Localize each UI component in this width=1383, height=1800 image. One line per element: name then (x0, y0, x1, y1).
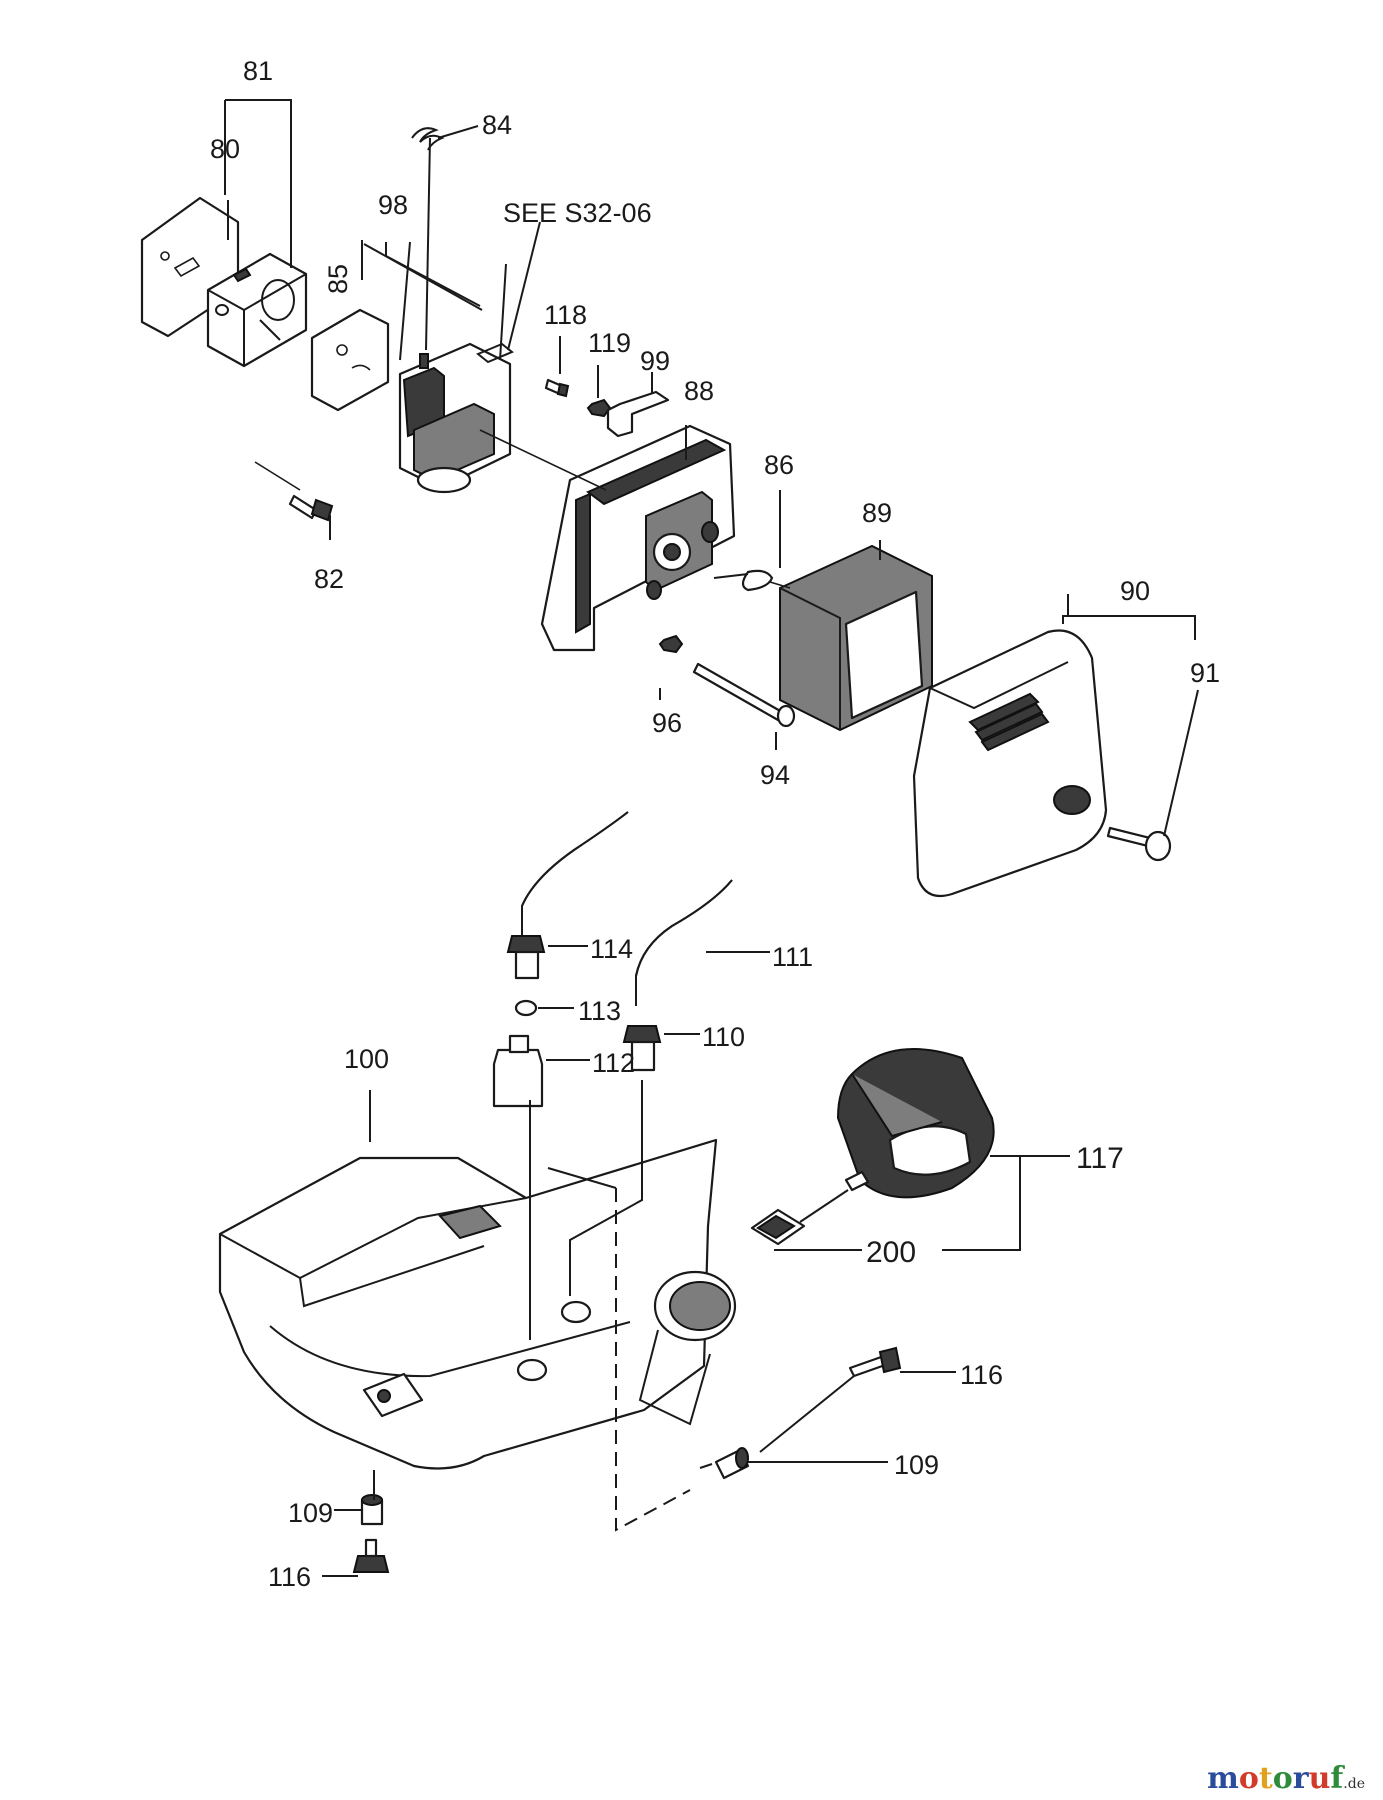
lower-leader-lines (322, 945, 1070, 1577)
part-labels: 81 80 84 98 SEE S32-06 85 118 119 99 88 … (210, 56, 1220, 1592)
label-110: 110 (702, 1022, 745, 1052)
label-82: 82 (314, 564, 344, 594)
part-109-grommet-a (360, 1494, 384, 1526)
label-see: SEE S32-06 (503, 198, 652, 228)
part-94-bolt (692, 662, 796, 728)
part-86-choke-plate (713, 569, 774, 592)
brand-suffix: .de (1343, 1776, 1365, 1792)
label-119: 119 (588, 328, 631, 358)
label-88: 88 (684, 376, 714, 406)
brand-letter: o (1238, 1761, 1259, 1796)
label-200: 200 (866, 1236, 916, 1269)
part-111-fuel-line (635, 879, 733, 1006)
part-96-nut (658, 634, 684, 654)
label-91: 91 (1190, 658, 1220, 688)
brand-letter: f (1330, 1761, 1344, 1796)
label-84: 84 (482, 110, 512, 140)
part-85-gasket (310, 308, 390, 412)
brand-letter: t (1258, 1761, 1273, 1796)
upper-leader-lines (224, 99, 1199, 837)
label-118: 118 (544, 300, 587, 330)
part-91-screw (1106, 826, 1172, 862)
part-117-fuel-cap (836, 1048, 995, 1199)
brand-letter: u (1308, 1761, 1331, 1796)
part-200-cap-retainer (750, 1170, 870, 1246)
label-117: 117 (1076, 1142, 1124, 1175)
part-90-air-cleaner-cover (912, 629, 1108, 898)
part-82-bolt (288, 494, 334, 522)
part-116-bolt-a (352, 1538, 390, 1573)
label-85: 85 (323, 264, 353, 294)
part-110-grommet (622, 1025, 662, 1072)
label-80: 80 (210, 134, 240, 164)
label-113: 113 (578, 996, 621, 1026)
label-112: 112 (592, 1048, 635, 1078)
brand-letter: m (1207, 1761, 1239, 1796)
part-112-fuel-filter (492, 1034, 544, 1108)
part-84-clip (411, 127, 445, 151)
brand-logo: motoruf.de (1207, 1761, 1365, 1796)
part-118-screw (544, 378, 570, 398)
part-99-bracket (606, 390, 670, 438)
part-114-fuel-filter-line (506, 811, 629, 980)
part-88-air-cleaner-base (540, 424, 736, 652)
label-81: 81 (243, 56, 273, 86)
part-109-grommet-b (714, 1447, 750, 1480)
label-116-right: 116 (960, 1360, 1003, 1390)
label-99: 99 (640, 346, 670, 376)
label-98: 98 (378, 190, 408, 220)
part-89-filter-element (779, 544, 933, 732)
label-116-left: 116 (268, 1562, 311, 1592)
label-111: 111 (772, 942, 813, 972)
brand-letter: o (1272, 1761, 1293, 1796)
label-109-left: 109 (288, 1498, 333, 1528)
label-109-right: 109 (894, 1450, 939, 1480)
part-113-fitting (514, 999, 538, 1017)
part-119-nut (586, 398, 612, 418)
label-89: 89 (862, 498, 892, 528)
part-116-bolt-b (848, 1346, 902, 1378)
part-100-fuel-tank (218, 1138, 737, 1470)
label-114: 114 (590, 934, 633, 964)
part-81-insulator (206, 252, 308, 368)
label-86: 86 (764, 450, 794, 480)
brand-letter: r (1292, 1761, 1309, 1796)
label-100: 100 (344, 1044, 389, 1074)
part-98-carburetor (398, 263, 514, 494)
label-90: 90 (1120, 576, 1150, 606)
label-94: 94 (760, 760, 790, 790)
label-96: 96 (652, 708, 682, 738)
